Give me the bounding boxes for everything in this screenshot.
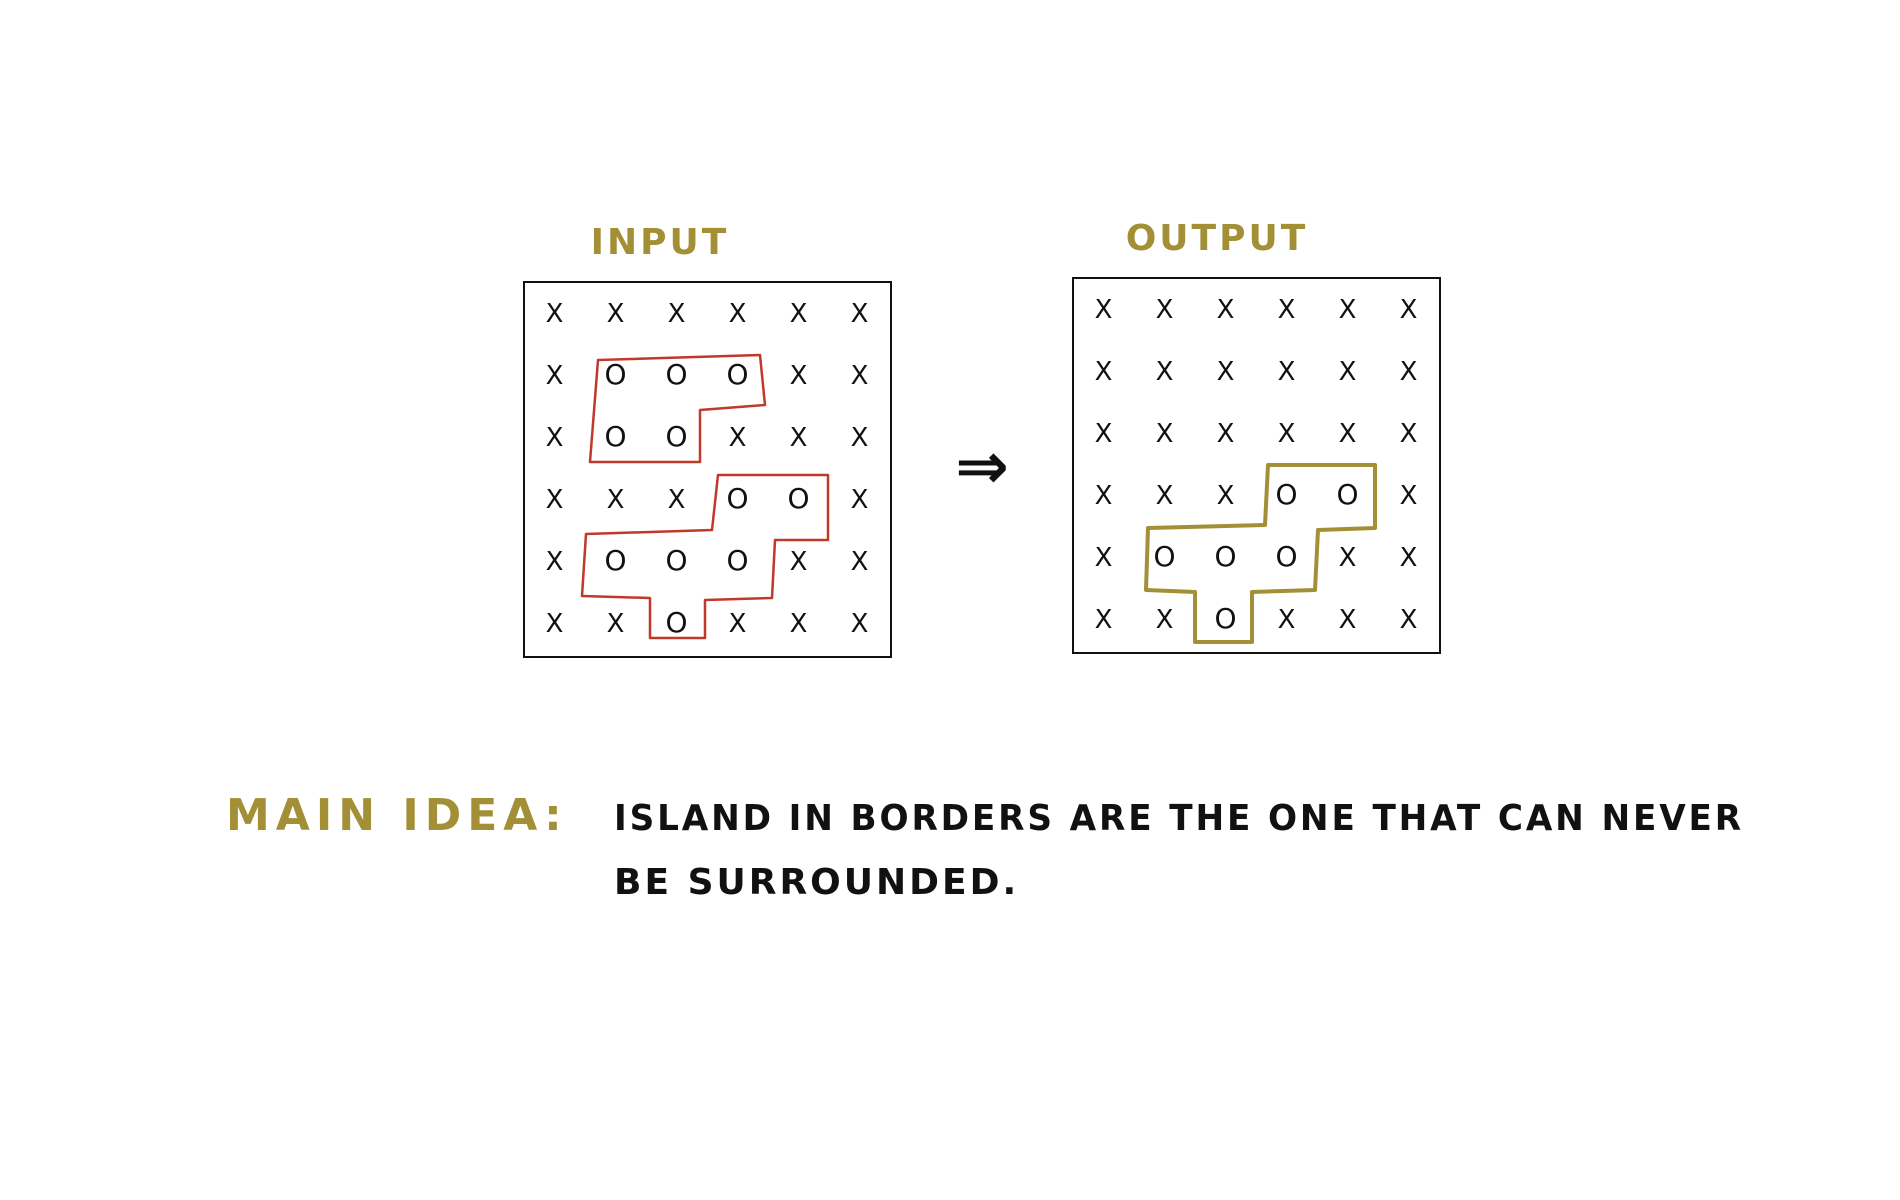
input-cell-r1-c3-o-mark: O	[726, 358, 748, 391]
output-cell-r1-c0-x-mark: X	[1095, 357, 1113, 387]
input-cell-r3-c3-o-mark: O	[726, 482, 748, 515]
output-cell-r3-c2-x-mark: X	[1217, 481, 1235, 511]
input-cell-r3-c0-x-mark: X	[546, 485, 564, 515]
input-cell-r5-c3-x-mark: X	[729, 609, 747, 639]
input-cell-r2-c0-x-mark: X	[546, 423, 564, 453]
input-cell-r4-c2-o-mark: O	[665, 544, 687, 577]
output-label: OUTPUT	[1126, 218, 1309, 259]
output-cell-r0-c3-x-mark: X	[1278, 295, 1296, 325]
output-cell-r5-c4-x-mark: X	[1339, 605, 1357, 635]
input-cell-r1-c5-x-mark: X	[851, 361, 869, 391]
output-cell-r1-c3-x-mark: X	[1278, 357, 1296, 387]
output-cell-r2-c5-x-mark: X	[1400, 419, 1418, 449]
input-grid-frame	[523, 281, 892, 658]
output-cell-r4-c4-x-mark: X	[1339, 543, 1357, 573]
input-cell-r5-c5-x-mark: X	[851, 609, 869, 639]
output-cell-r2-c4-x-mark: X	[1339, 419, 1357, 449]
input-cell-r0-c2-x-mark: X	[668, 299, 686, 329]
input-cell-r4-c1-o-mark: O	[604, 544, 626, 577]
output-cell-r5-c1-x-mark: X	[1156, 605, 1174, 635]
input-cell-r4-c5-x-mark: X	[851, 547, 869, 577]
input-cell-r5-c1-x-mark: X	[607, 609, 625, 639]
input-cell-r2-c1-o-mark: O	[604, 420, 626, 453]
output-cell-r0-c5-x-mark: X	[1400, 295, 1418, 325]
input-cell-r2-c5-x-mark: X	[851, 423, 869, 453]
input-cell-r3-c2-x-mark: X	[668, 485, 686, 515]
transform-arrow: ⇒	[955, 430, 1009, 504]
input-cell-r3-c1-x-mark: X	[607, 485, 625, 515]
input-cell-r1-c1-o-mark: O	[604, 358, 626, 391]
output-cell-r0-c0-x-mark: X	[1095, 295, 1113, 325]
input-cell-r5-c0-x-mark: X	[546, 609, 564, 639]
input-island-outline-upper	[588, 353, 767, 464]
output-cell-r3-c0-x-mark: X	[1095, 481, 1113, 511]
input-cell-r3-c4-o-mark: O	[787, 482, 809, 515]
output-cell-r4-c0-x-mark: X	[1095, 543, 1113, 573]
output-cell-r3-c4-o-mark: O	[1336, 478, 1358, 511]
input-label: INPUT	[591, 222, 730, 263]
output-cell-r1-c4-x-mark: X	[1339, 357, 1357, 387]
output-island-outline	[1144, 463, 1377, 644]
output-cell-r0-c2-x-mark: X	[1217, 295, 1235, 325]
input-cell-r0-c0-x-mark: X	[546, 299, 564, 329]
main-idea-line-2: BE SURROUNDED.	[614, 862, 1019, 903]
output-cell-r3-c5-x-mark: X	[1400, 481, 1418, 511]
output-cell-r4-c1-o-mark: O	[1153, 540, 1175, 573]
output-cell-r0-c1-x-mark: X	[1156, 295, 1174, 325]
output-cell-r2-c1-x-mark: X	[1156, 419, 1174, 449]
output-cell-r2-c2-x-mark: X	[1217, 419, 1235, 449]
output-cell-r5-c0-x-mark: X	[1095, 605, 1113, 635]
input-cell-r4-c0-x-mark: X	[546, 547, 564, 577]
main-idea-line-1: ISLAND IN BORDERS ARE THE ONE THAT CAN N…	[614, 798, 1744, 839]
input-cell-r5-c2-o-mark: O	[665, 606, 687, 639]
output-grid-frame	[1072, 277, 1441, 654]
input-cell-r2-c4-x-mark: X	[790, 423, 808, 453]
input-cell-r4-c3-o-mark: O	[726, 544, 748, 577]
input-cell-r1-c2-o-mark: O	[665, 358, 687, 391]
output-cell-r4-c5-x-mark: X	[1400, 543, 1418, 573]
input-cell-r1-c4-x-mark: X	[790, 361, 808, 391]
input-cell-r0-c3-x-mark: X	[729, 299, 747, 329]
input-cell-r0-c1-x-mark: X	[607, 299, 625, 329]
main-idea-label: MAIN IDEA:	[226, 790, 568, 841]
output-cell-r2-c0-x-mark: X	[1095, 419, 1113, 449]
output-cell-r1-c2-x-mark: X	[1217, 357, 1235, 387]
input-cell-r2-c2-o-mark: O	[665, 420, 687, 453]
input-cell-r4-c4-x-mark: X	[790, 547, 808, 577]
input-island-outline-lower	[580, 473, 830, 640]
input-cell-r1-c0-x-mark: X	[546, 361, 564, 391]
output-cell-r0-c4-x-mark: X	[1339, 295, 1357, 325]
output-cell-r3-c3-o-mark: O	[1275, 478, 1297, 511]
output-cell-r4-c3-o-mark: O	[1275, 540, 1297, 573]
output-cell-r1-c1-x-mark: X	[1156, 357, 1174, 387]
output-cell-r1-c5-x-mark: X	[1400, 357, 1418, 387]
output-cell-r5-c3-x-mark: X	[1278, 605, 1296, 635]
output-cell-r5-c5-x-mark: X	[1400, 605, 1418, 635]
input-cell-r2-c3-x-mark: X	[729, 423, 747, 453]
output-cell-r3-c1-x-mark: X	[1156, 481, 1174, 511]
output-cell-r4-c2-o-mark: O	[1214, 540, 1236, 573]
input-cell-r0-c4-x-mark: X	[790, 299, 808, 329]
output-cell-r5-c2-o-mark: O	[1214, 602, 1236, 635]
output-cell-r2-c3-x-mark: X	[1278, 419, 1296, 449]
input-cell-r5-c4-x-mark: X	[790, 609, 808, 639]
input-cell-r0-c5-x-mark: X	[851, 299, 869, 329]
input-cell-r3-c5-x-mark: X	[851, 485, 869, 515]
